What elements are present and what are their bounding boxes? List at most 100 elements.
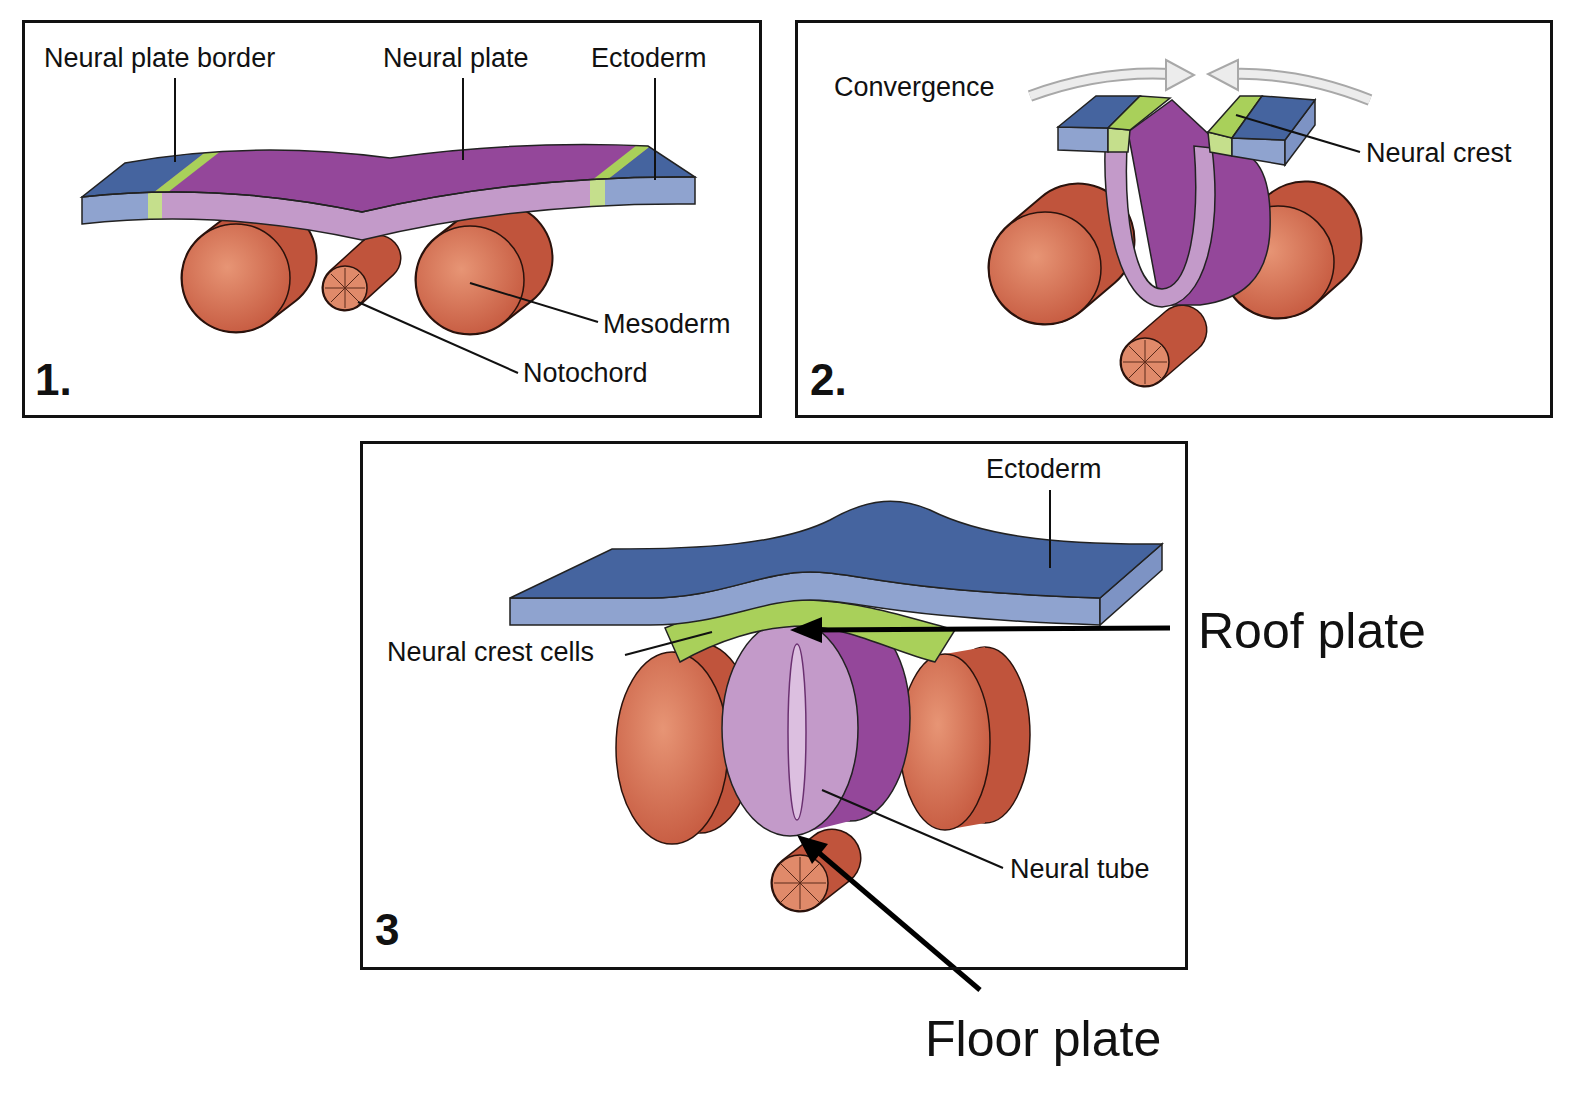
notochord-face <box>772 855 828 911</box>
pointer-head <box>790 617 822 643</box>
notochord <box>323 258 378 310</box>
leader-line <box>822 790 1003 868</box>
tube-face <box>722 620 858 836</box>
panel-frame: ConvergenceNeural crest 2. <box>795 20 1553 418</box>
mesoderm-face <box>989 212 1101 324</box>
panel-two-art <box>989 60 1370 386</box>
neural-plate-slab <box>0 120 1079 260</box>
notochord-spokes <box>1123 340 1167 384</box>
notochord <box>1121 330 1182 386</box>
leader-line <box>1236 115 1360 152</box>
spoke <box>1145 362 1146 384</box>
mesoderm-face <box>416 226 524 334</box>
leader-line <box>174 78 176 162</box>
part-label: Ectoderm <box>591 45 707 72</box>
notochord-face <box>1121 338 1169 386</box>
mesoderm-face <box>182 224 290 332</box>
ectoderm-sheet <box>510 501 1162 625</box>
part-label: Neural tube <box>1010 856 1150 883</box>
spoke <box>345 288 346 308</box>
part-label: Notochord <box>523 360 648 387</box>
plate-outline <box>82 177 695 240</box>
panel-three-leaders <box>625 490 1050 868</box>
notochord-spokes <box>774 857 826 909</box>
panel-one-leaders <box>175 78 655 373</box>
mesoderm-face <box>900 654 990 830</box>
pointer-shaft <box>815 628 1170 630</box>
border-front <box>590 150 605 250</box>
spoke <box>345 274 359 288</box>
callout-label: Roof plate <box>1198 606 1426 656</box>
spoke <box>345 268 346 288</box>
fold-cut-face <box>1105 130 1215 307</box>
part-label: Neural crest cells <box>387 639 594 666</box>
ectoderm-top <box>505 120 1079 260</box>
arrow-shaft <box>1030 73 1172 96</box>
spoke <box>345 288 365 289</box>
convergence-arrows <box>1030 60 1370 100</box>
leader-line <box>462 78 464 160</box>
part-label: Neural plate border <box>44 45 275 72</box>
mesoderm-left <box>989 212 1101 324</box>
notochord <box>772 855 832 911</box>
spoke <box>325 288 345 289</box>
part-label: Mesoderm <box>603 311 731 338</box>
tube-lumen <box>788 644 806 820</box>
spoke <box>800 883 801 909</box>
leader-line <box>470 283 598 322</box>
leader-line <box>654 78 656 180</box>
mesoderm-right <box>900 647 1030 830</box>
leader-line <box>358 302 518 373</box>
ectoderm-top <box>510 501 1162 598</box>
spoke <box>781 864 800 883</box>
mesoderm-face <box>616 652 728 844</box>
part-label: Ectoderm <box>986 456 1102 483</box>
arrow-shaft-outline <box>1030 73 1172 96</box>
mesoderm-right <box>416 226 524 334</box>
plate-top-bands <box>0 120 1079 260</box>
ectoderm-front <box>1232 138 1285 165</box>
spoke <box>1145 346 1161 362</box>
spoke <box>1145 362 1167 363</box>
spoke <box>800 864 819 883</box>
plate-front-bands <box>60 150 705 250</box>
crest-front <box>1108 128 1130 152</box>
callout-label: Floor plate <box>925 1014 1161 1064</box>
panel-number: 2. <box>810 358 847 402</box>
spoke <box>800 883 826 884</box>
spoke <box>774 883 800 884</box>
panel-frame: Neural plate border Neural plate EctodermM… <box>22 20 762 418</box>
spoke <box>1129 346 1145 362</box>
ectoderm-front <box>60 150 148 250</box>
part-label: Neural crest <box>1366 140 1512 167</box>
border-front <box>148 150 162 250</box>
spoke <box>331 288 345 302</box>
panel-frame: EctodermNeural crest cellsNeural tube 3 <box>360 441 1188 970</box>
spoke <box>1129 362 1145 378</box>
leader-line <box>1049 490 1051 568</box>
leader-line <box>625 632 712 655</box>
part-label: Neural plate <box>383 45 529 72</box>
spoke <box>800 883 819 902</box>
crest-top <box>1108 96 1170 130</box>
panel-number: 1. <box>35 358 72 402</box>
spoke <box>1123 362 1145 363</box>
pointer-arrows <box>790 617 1170 990</box>
panel-number: 3 <box>375 908 399 952</box>
spoke <box>1145 340 1146 362</box>
part-label: Convergence <box>834 74 995 101</box>
panel-three-art <box>510 490 1162 911</box>
arrow-head <box>1208 60 1238 90</box>
neural-tube-shape <box>722 615 910 836</box>
panel-one-art <box>0 78 1079 373</box>
ectoderm-blocks <box>1058 96 1315 165</box>
arrow-head <box>1166 60 1194 90</box>
mesoderm-left <box>182 224 290 332</box>
pointer-head <box>797 835 828 864</box>
spoke <box>1145 362 1161 378</box>
spoke <box>345 288 359 302</box>
spoke <box>331 274 345 288</box>
spoke <box>800 857 801 883</box>
